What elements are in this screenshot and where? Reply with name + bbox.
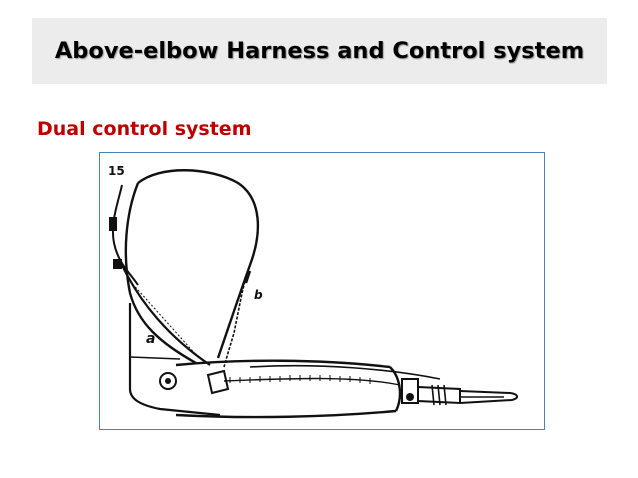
harness-strap <box>112 184 139 286</box>
harness-buckle-lower <box>113 259 122 269</box>
harness-buckle-top <box>109 217 117 231</box>
figure-label-b: b <box>254 288 263 302</box>
upper-socket-outline <box>137 169 260 359</box>
forearm-top-edge <box>175 359 391 369</box>
forearm-bottom-edge <box>175 409 397 419</box>
figure-label-number: 15 <box>108 164 125 178</box>
elbow-inner-line <box>129 356 181 360</box>
figure-label-a: a <box>146 331 155 347</box>
figure-frame: 15 b a <box>99 152 545 430</box>
prosthesis-illustration: 15 b a <box>108 164 518 419</box>
elbow-pivot-center <box>165 378 171 384</box>
wrist-screw <box>406 393 414 401</box>
forearm-end <box>389 366 402 412</box>
control-cable-a-housing <box>129 280 199 358</box>
slide-title: Above-elbow Harness and Control system <box>54 38 585 64</box>
cable-b-sheath <box>244 270 252 284</box>
control-cable-b <box>223 276 247 368</box>
wrist-cable <box>249 364 441 380</box>
forearm-cable-ticks <box>229 375 371 384</box>
hook-fingers <box>459 390 518 404</box>
elbow-lever <box>206 369 230 395</box>
title-band: Above-elbow Harness and Control system <box>32 18 607 84</box>
slide-subtitle: Dual control system <box>37 118 252 140</box>
elbow-block <box>128 303 221 417</box>
forearm-cable <box>223 377 401 386</box>
hook-spring <box>431 384 447 406</box>
upper-socket-left-edge <box>124 182 197 365</box>
